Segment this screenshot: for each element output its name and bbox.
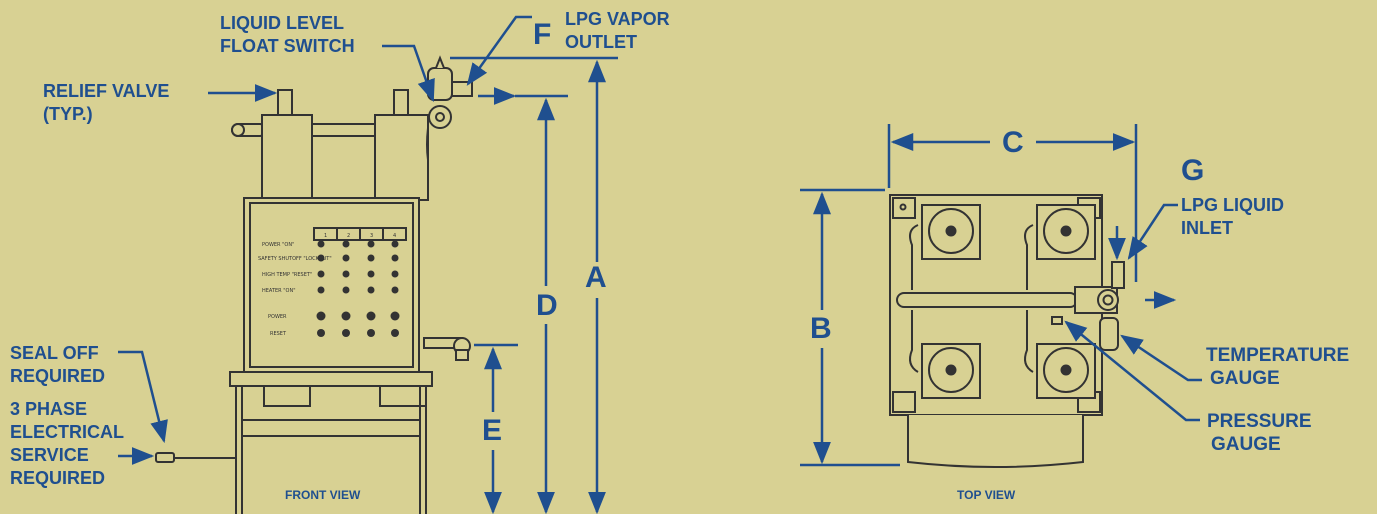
panel-text: 1 2 3 4 POWER "ON" SAFETY SHUTOFF "LOCKO… (258, 233, 396, 337)
base-plate (229, 371, 433, 387)
dimension-a-label: A (585, 261, 607, 294)
manifold-pipe (896, 292, 1078, 308)
dimension-e-label: E (482, 414, 503, 447)
temperature-gauge-label: TEMPERATURE GAUGE (1206, 345, 1350, 389)
panel-row-safety: SAFETY SHUTOFF "LOCKOUT" (258, 256, 332, 262)
temperature-gauge (1099, 317, 1119, 351)
relief-valve-left (277, 89, 293, 116)
left-cylinder (261, 114, 313, 201)
panel-col-3: 3 (370, 233, 373, 239)
dimension-c-label: C (1002, 126, 1024, 159)
right-cylinder (374, 114, 429, 201)
panel-col-1: 1 (324, 233, 327, 239)
lpg-vapor-outlet-label: LPG VAPOR OUTLET (565, 9, 670, 52)
panel-indicators (316, 240, 400, 337)
panel-switch-label: POWER (268, 314, 287, 320)
seal-off-label: SEAL OFF REQUIRED (10, 343, 106, 386)
pressure-gauge (1051, 316, 1063, 325)
dimension-lines (118, 15, 1202, 514)
top-view-machine (889, 194, 1125, 468)
liquid-level-float-switch-label: LIQUID LEVEL FLOAT SWITCH (220, 13, 355, 56)
panel-reset-label: RESET (270, 331, 287, 337)
panel-row-heater: HEATER "ON" (262, 288, 296, 294)
front-view-caption: FRONT VIEW (285, 488, 361, 502)
front-view-machine (155, 55, 473, 514)
dimension-d-label: D (536, 289, 558, 322)
relief-valve-right (393, 89, 409, 116)
junction-box (155, 452, 175, 463)
dimension-f-label: F (533, 18, 552, 51)
panel-col-4: 4 (393, 233, 396, 239)
panel-row-hightemp: HIGH TEMP "RESET" (262, 272, 312, 278)
panel-row-power: POWER "ON" (262, 242, 294, 248)
panel-col-2: 2 (347, 233, 350, 239)
lpg-liquid-inlet-label: LPG LIQUID INLET (1181, 195, 1284, 238)
pressure-gauge-label: PRESSURE GAUGE (1207, 411, 1312, 455)
top-view-caption: TOP VIEW (957, 488, 1016, 502)
inlet-pipe (1111, 261, 1125, 289)
dimension-g-label: G (1181, 154, 1205, 187)
dimension-b-label: B (810, 312, 832, 345)
electrical-service-label: 3 PHASE ELECTRICAL SERVICE REQUIRED (10, 399, 124, 488)
top-base (907, 415, 1084, 468)
relief-valve-label: RELIEF VALVE (TYP.) (43, 81, 170, 124)
